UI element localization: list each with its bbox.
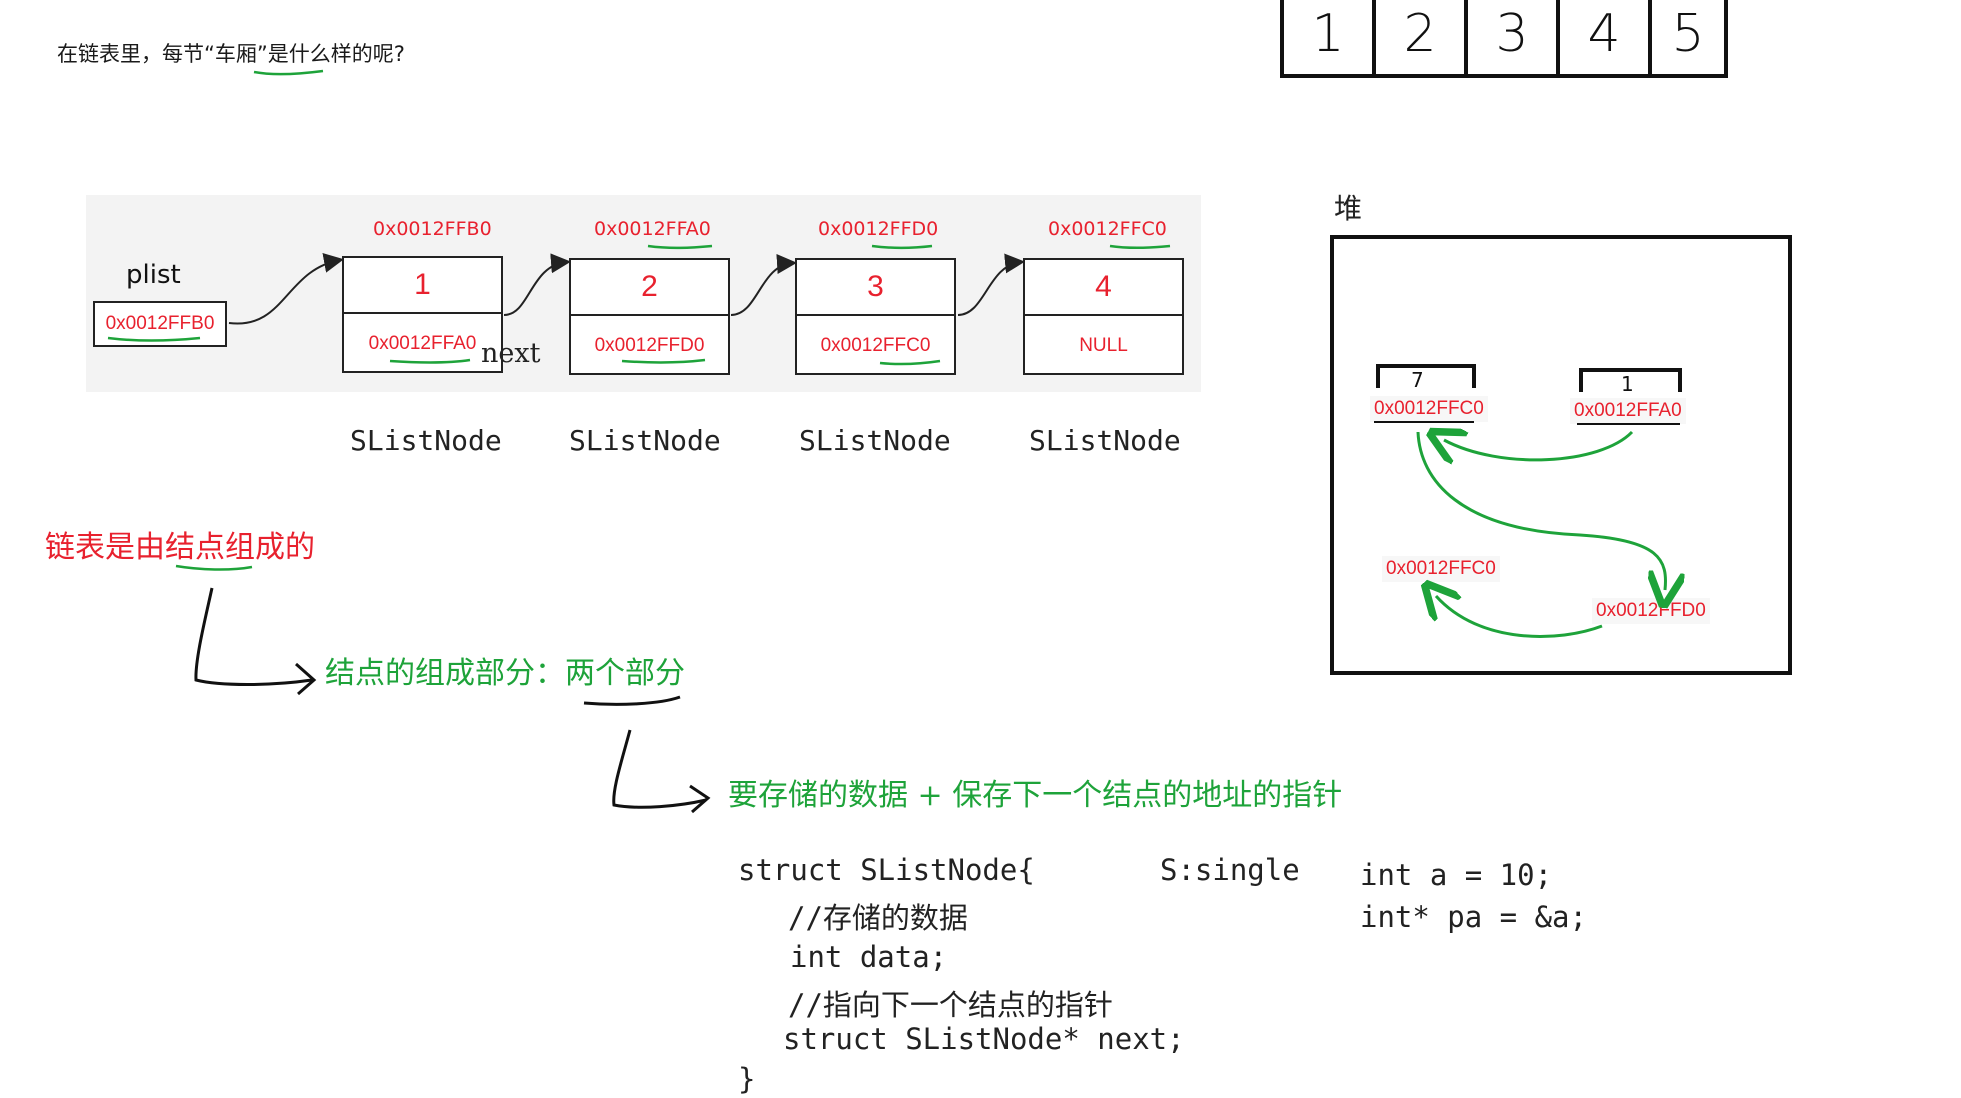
- node-2-type: SListNode: [569, 424, 721, 457]
- note-node-parts: 结点的组成部分：两个部分: [325, 656, 685, 691]
- node-3-address: 0x0012FFD0: [818, 218, 939, 240]
- node-1-next: 0x0012FFA0: [368, 332, 477, 354]
- code-line-5: struct SListNode* next;: [783, 1022, 1185, 1056]
- node-3-next: 0x0012FFC0: [820, 334, 931, 356]
- array-sketch: 1 2 3 4 5: [1280, 0, 1728, 78]
- heap-node-b-address: 0x0012FFA0: [1570, 398, 1686, 424]
- heap-node-a-value: 7: [1411, 368, 1424, 392]
- node-3-type: SListNode: [799, 424, 951, 457]
- heap-label: 堆: [1334, 192, 1363, 225]
- heap-box: [1330, 235, 1792, 675]
- node-3-data: 3: [797, 260, 954, 316]
- note-parts-detail: 要存储的数据 + 保存下一个结点的地址的指针: [728, 778, 1343, 813]
- note-list-of-nodes: 链表是由结点组成的: [45, 530, 315, 565]
- plist-box: 0x0012FFB0: [93, 301, 227, 347]
- code-line-2: //存储的数据: [788, 901, 968, 935]
- underline-carriage: [253, 69, 324, 76]
- elbow-arrow-2: [612, 729, 707, 809]
- example-line-1: int a = 10;: [1360, 858, 1553, 892]
- node-4-next: NULL: [1079, 334, 1128, 356]
- heap-address-d: 0x0012FFD0: [1592, 598, 1710, 624]
- node-4: 4 NULL: [1023, 258, 1184, 375]
- node-2-data: 2: [571, 260, 728, 316]
- code-line-1: struct SListNode{: [738, 853, 1035, 887]
- node-1-type: SListNode: [350, 424, 502, 457]
- underline-two-parts: [583, 695, 681, 706]
- array-cell-2: 2: [1376, 0, 1468, 74]
- array-cell-5: 5: [1671, 4, 1705, 64]
- example-line-2: int* pa = &a;: [1360, 900, 1587, 934]
- array-cell-4: 4: [1560, 0, 1652, 74]
- node-2: 2 0x0012FFD0: [569, 258, 730, 375]
- node-1-address: 0x0012FFB0: [373, 218, 492, 240]
- underline-nodes: [175, 564, 253, 571]
- heap-address-c: 0x0012FFC0: [1382, 556, 1500, 582]
- node-4-address: 0x0012FFC0: [1048, 218, 1167, 240]
- elbow-arrow-1: [194, 587, 313, 686]
- code-s-note: S:single: [1160, 853, 1300, 887]
- node-4-type: SListNode: [1029, 424, 1181, 457]
- array-cell-1: 1: [1284, 0, 1376, 74]
- node-1-data: 1: [344, 258, 501, 314]
- array-cell-3: 3: [1468, 0, 1560, 74]
- heap-node-b-value: 1: [1621, 372, 1634, 396]
- code-line-3: int data;: [790, 940, 948, 974]
- node-4-data: 4: [1025, 260, 1182, 316]
- plist-label: plist: [126, 260, 181, 290]
- code-line-6: }: [738, 1062, 756, 1096]
- heap-node-a-address: 0x0012FFC0: [1370, 396, 1488, 422]
- elbow-arrow-1-head: [295, 662, 317, 696]
- next-annotation: next: [481, 338, 541, 369]
- elbow-arrow-2-head: [689, 784, 711, 814]
- plist-value: 0x0012FFB0: [105, 313, 215, 334]
- node-2-address: 0x0012FFA0: [594, 218, 711, 240]
- code-line-4: //指向下一个结点的指针: [788, 988, 1113, 1022]
- intro-question: 在链表里，每节“车厢”是什么样的呢?: [57, 42, 405, 66]
- node-3: 3 0x0012FFC0: [795, 258, 956, 375]
- node-2-next: 0x0012FFD0: [594, 334, 705, 356]
- node-1: 1 0x0012FFA0: [342, 256, 503, 373]
